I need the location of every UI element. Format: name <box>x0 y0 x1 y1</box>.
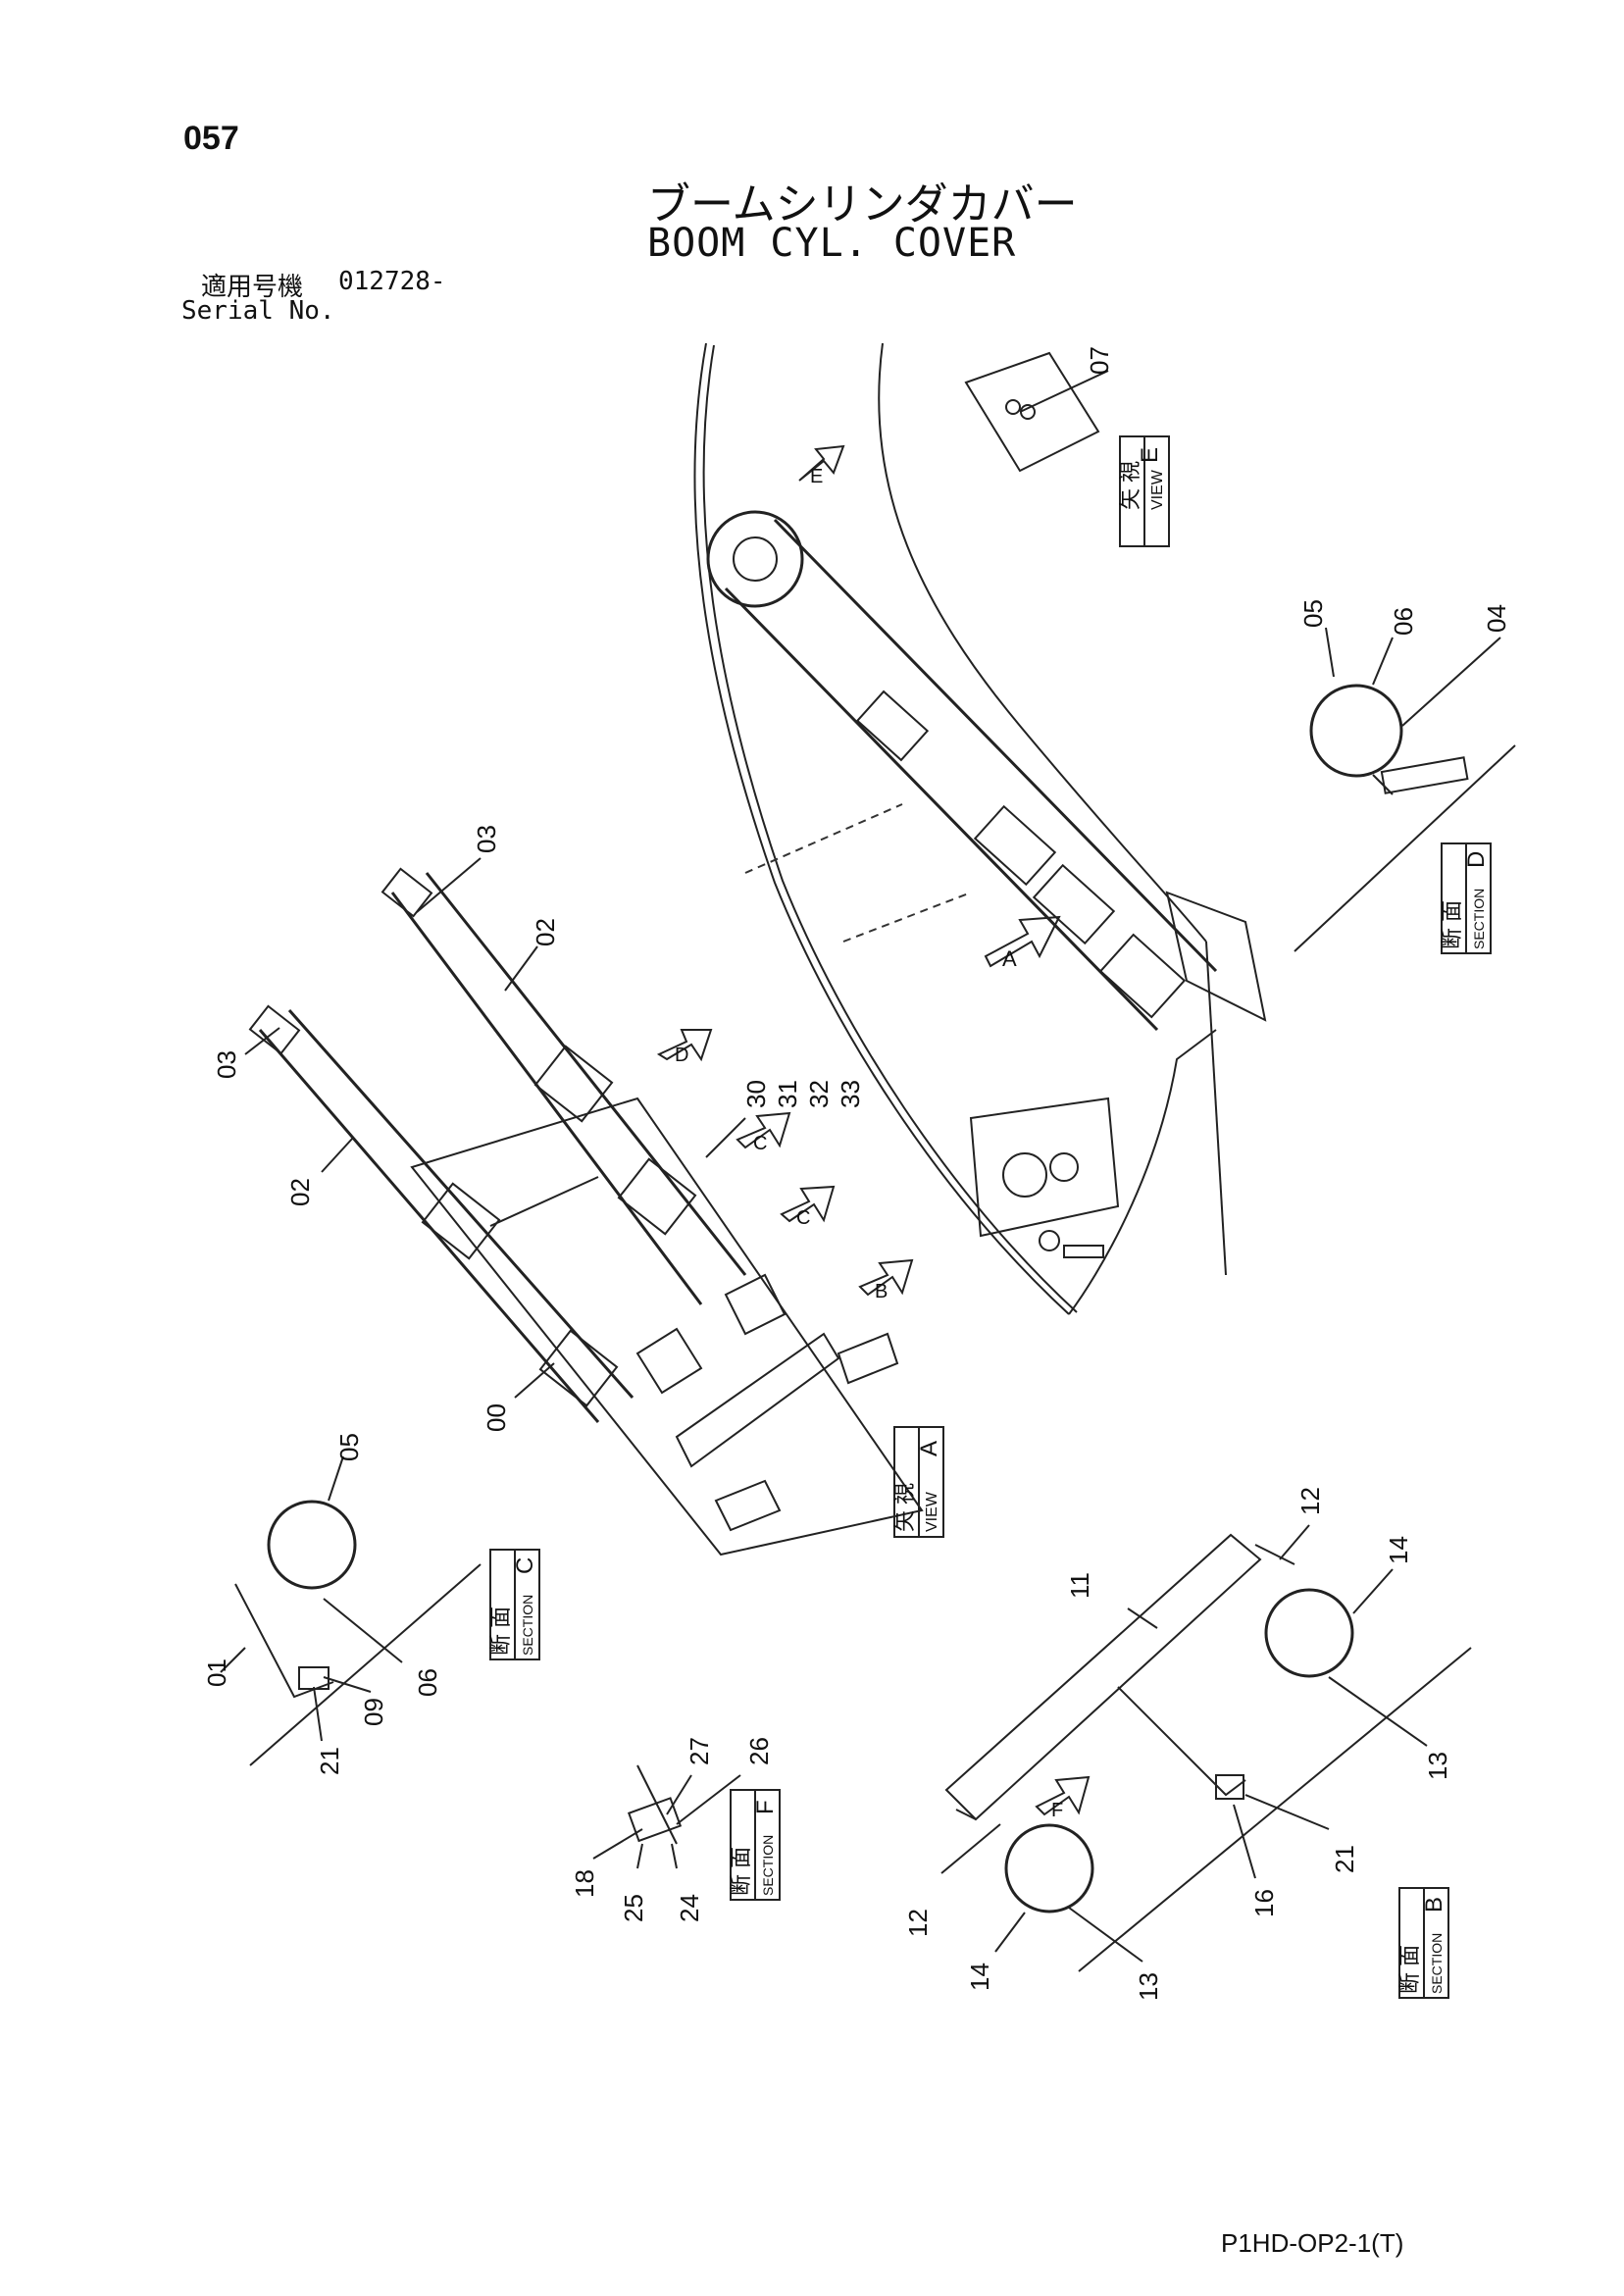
section-d-jp: 断 面 <box>1440 900 1464 949</box>
callout-13-a: 13 <box>1423 1752 1452 1780</box>
section-d-en: SECTION <box>1471 889 1487 949</box>
view-a-jp: 矢 視 <box>892 1483 917 1532</box>
callout-26: 26 <box>744 1737 774 1765</box>
section-f-label: 断 面 SECTION F <box>729 1789 781 1901</box>
svg-text:F: F <box>1051 1800 1063 1821</box>
callout-27: 27 <box>685 1737 714 1765</box>
arrow-a: A <box>984 915 1061 971</box>
view-e-letter: E <box>1137 447 1163 463</box>
callout-06-d: 06 <box>1389 607 1418 636</box>
section-b-en: SECTION <box>1429 1933 1445 1994</box>
callout-14-b: 14 <box>965 1963 994 1991</box>
callout-03-b: 03 <box>212 1050 241 1079</box>
section-b-label: 断 面 SECTION B <box>1397 1887 1449 1999</box>
section-c-label: 断 面 SECTION C <box>488 1549 540 1660</box>
svg-text:A: A <box>1002 946 1017 971</box>
arrow-b: B <box>858 1258 914 1302</box>
section-f-en: SECTION <box>760 1835 776 1896</box>
callout-01-c: 01 <box>202 1658 231 1687</box>
callout-00: 00 <box>482 1403 511 1432</box>
callout-30: 30 <box>741 1080 771 1108</box>
page-number: 057 <box>183 120 239 157</box>
callout-18: 18 <box>570 1869 599 1898</box>
svg-text:E: E <box>810 466 823 487</box>
callout-04-d: 04 <box>1482 604 1511 633</box>
arrow-c-2: C <box>780 1185 836 1229</box>
callout-21-b: 21 <box>1330 1845 1359 1873</box>
svg-text:C: C <box>753 1133 767 1154</box>
callout-02-a: 02 <box>531 918 560 946</box>
section-b-letter: B <box>1421 1897 1447 1913</box>
boom-assembly <box>693 342 1267 1315</box>
callout-16: 16 <box>1249 1889 1279 1917</box>
svg-text:C: C <box>796 1207 810 1229</box>
section-b-detail <box>944 1533 1472 1972</box>
view-e-en: VIEW <box>1149 469 1166 510</box>
drawing-code: P1HD-OP2-1(T) <box>1221 2228 1404 2258</box>
serial-label: Serial No. <box>181 296 335 326</box>
arrow-e: E <box>798 444 845 487</box>
serial-number-value: 012728- <box>338 267 446 296</box>
callout-11: 11 <box>1065 1572 1094 1599</box>
view-a-en: VIEW <box>924 1491 940 1532</box>
callout-06-c: 06 <box>413 1668 442 1697</box>
arrow-c-1: C <box>736 1111 791 1154</box>
section-f-letter: F <box>752 1800 779 1814</box>
svg-text:D: D <box>675 1045 688 1066</box>
section-f-jp: 断 面 <box>729 1847 753 1896</box>
callout-25: 25 <box>619 1894 648 1922</box>
callout-12-b: 12 <box>903 1909 933 1937</box>
callout-05-d: 05 <box>1298 599 1328 628</box>
section-c-letter: C <box>512 1557 538 1574</box>
arrow-f: F <box>1035 1775 1091 1821</box>
callout-07: 07 <box>1085 346 1114 375</box>
section-c-jp: 断 面 <box>488 1607 513 1656</box>
section-c-en: SECTION <box>520 1595 535 1656</box>
page-title: BOOM CYL. COVER <box>647 221 1017 266</box>
callout-33: 33 <box>836 1080 865 1108</box>
svg-text:B: B <box>875 1281 888 1302</box>
callout-24: 24 <box>675 1894 704 1922</box>
callout-03-a: 03 <box>472 825 501 853</box>
view-a-label: 矢 視 VIEW A <box>892 1426 944 1538</box>
callout-21-c: 21 <box>315 1747 344 1775</box>
callout-09-c: 09 <box>359 1698 388 1726</box>
callout-13-b: 13 <box>1134 1972 1163 2001</box>
view-e-detail <box>964 351 1109 473</box>
section-f-detail <box>592 1764 741 1869</box>
view-e-jp: 矢 視 <box>1118 461 1142 510</box>
section-d-label: 断 面 SECTION D <box>1440 842 1492 954</box>
arrow-d: D <box>656 1029 713 1066</box>
callout-14-a: 14 <box>1384 1536 1413 1564</box>
view-e-label: 矢 視 VIEW E <box>1118 435 1170 547</box>
section-b-jp: 断 面 <box>1397 1945 1422 1994</box>
section-c-detail <box>220 1455 482 1766</box>
serial-label-japanese: 適用号機 <box>201 273 304 302</box>
section-d-letter: D <box>1463 851 1490 868</box>
callout-31: 31 <box>773 1080 802 1108</box>
page-title-japanese: ブームシリンダカバー <box>647 179 1078 230</box>
callout-02-b: 02 <box>285 1178 315 1206</box>
callout-05-c: 05 <box>334 1433 364 1461</box>
view-a-letter: A <box>916 1441 942 1456</box>
callout-12-a: 12 <box>1295 1487 1325 1515</box>
view-a-assembly <box>248 867 924 1556</box>
section-d-detail <box>1294 627 1516 952</box>
callout-32: 32 <box>804 1080 834 1108</box>
